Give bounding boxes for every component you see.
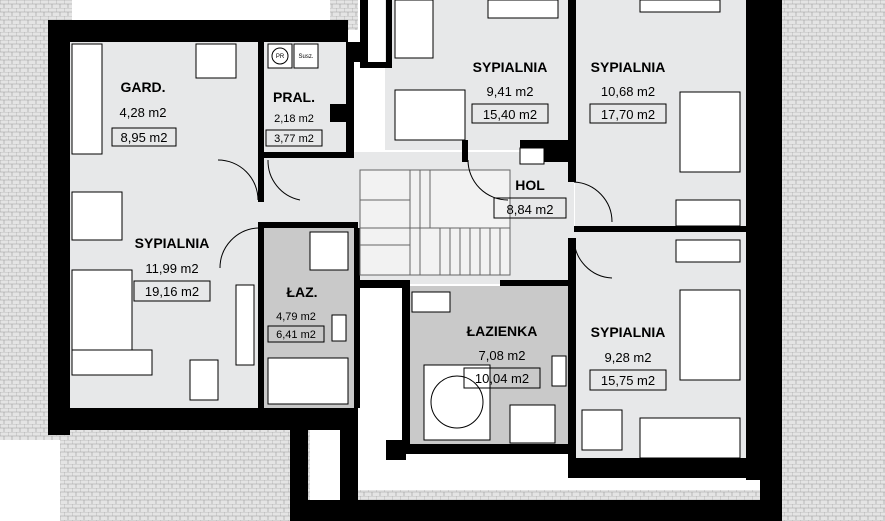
room-sypialnia-top-right-name: SYPIALNIA [591, 59, 666, 75]
room-lazienka-area-gross: 10,04 m2 [475, 371, 529, 386]
room-sypialnia-top-right-area-gross: 17,70 m2 [601, 107, 655, 122]
room-sypialnia-top-right: SYPIALNIA 10,68 m2 17,70 m2 [589, 59, 667, 124]
room-sypialnia-bottom-right: SYPIALNIA 9,28 m2 15,75 m2 [589, 324, 667, 391]
walls [48, 0, 782, 521]
room-sypialnia-top-mid-area-net: 9,41 m2 [487, 84, 534, 99]
room-labels: GARD. 4,28 m2 8,95 m2 PRAL. 2,18 m2 3,77… [111, 54, 667, 391]
room-sypialnia-bottom-right-area-net: 9,28 m2 [605, 350, 652, 365]
room-lazienka-name: ŁAZIENKA [467, 323, 538, 339]
room-gard-name: GARD. [120, 79, 165, 95]
room-laz-area-gross: 6,41 m2 [276, 329, 316, 341]
room-sypialnia-bottom-right-area-gross: 15,75 m2 [601, 373, 655, 388]
room-sypialnia-top-mid: SYPIALNIA 9,41 m2 15,40 m2 [471, 59, 549, 124]
room-sypialnia-left-area-gross: 19,16 m2 [145, 284, 199, 299]
room-sypialnia-left: SYPIALNIA 11,99 m2 19,16 m2 [133, 235, 211, 302]
room-pral-name: PRAL. [273, 89, 315, 105]
room-sypialnia-top-mid-name: SYPIALNIA [473, 59, 548, 75]
room-gard: GARD. 4,28 m2 8,95 m2 [111, 79, 177, 147]
appliance-susz-label: Susz. [298, 54, 313, 60]
room-gard-area-net: 4,28 m2 [120, 105, 167, 120]
room-hol: HOL 8,84 m2 [493, 177, 567, 219]
room-laz-area-net: 4,79 m2 [276, 311, 316, 323]
room-pral: PRAL. 2,18 m2 3,77 m2 PR Susz. [265, 54, 323, 147]
room-pral-area-gross: 3,77 m2 [274, 133, 314, 145]
staircase [359, 169, 511, 276]
room-sypialnia-top-mid-area-gross: 15,40 m2 [483, 107, 537, 122]
room-hol-name: HOL [515, 177, 545, 193]
fixtures [71, 0, 741, 459]
appliance-pr-label: PR [276, 54, 285, 60]
room-gard-area-gross: 8,95 m2 [121, 130, 168, 145]
room-laz-name: ŁAZ. [286, 284, 317, 300]
room-sypialnia-top-right-area-net: 10,68 m2 [601, 84, 655, 99]
room-lazienka: ŁAZIENKA 7,08 m2 10,04 m2 [463, 323, 541, 389]
room-sypialnia-bottom-right-name: SYPIALNIA [591, 324, 666, 340]
room-lazienka-area-net: 7,08 m2 [479, 348, 526, 363]
room-laz: ŁAZ. 4,79 m2 6,41 m2 [267, 284, 325, 343]
room-sypialnia-left-name: SYPIALNIA [135, 235, 210, 251]
room-hol-area-net: 8,84 m2 [507, 202, 554, 217]
room-sypialnia-left-area-net: 11,99 m2 [145, 261, 198, 276]
room-pral-area-net: 2,18 m2 [274, 113, 314, 125]
